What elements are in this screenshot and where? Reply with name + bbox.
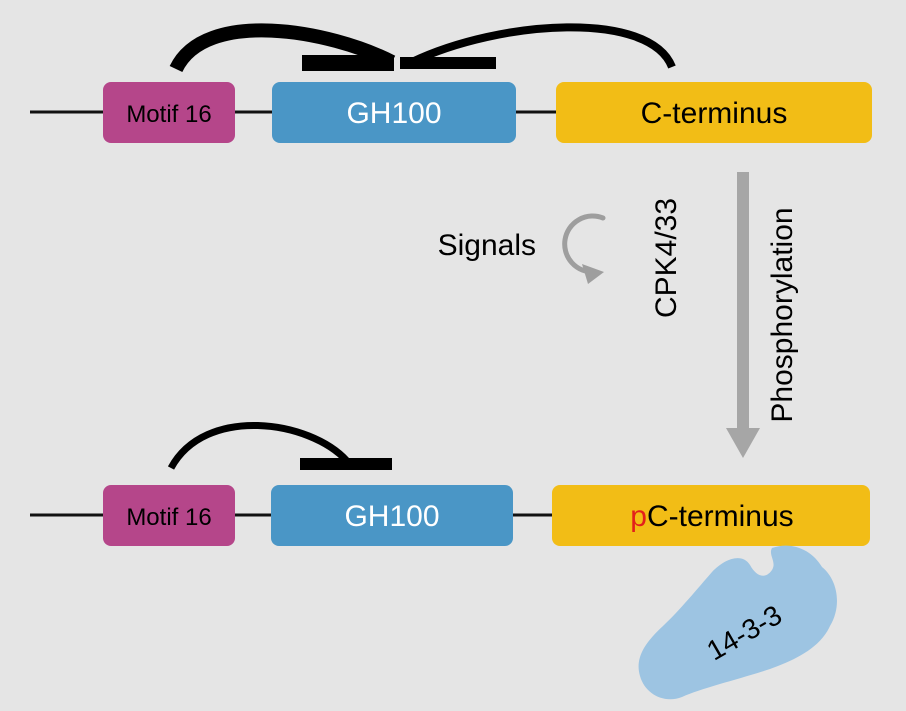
bottom-construct: Motif 16 GH100 pC-terminus 14-3-3: [30, 422, 870, 700]
top-inhibition-bar-left: [302, 55, 394, 71]
binding-protein-shape: [638, 545, 837, 700]
top-motif-box: [103, 82, 235, 143]
bottom-motif-label: Motif 16: [126, 504, 211, 531]
top-inhibition-bar-right: [400, 57, 496, 69]
bottom-terminus-box: [552, 485, 870, 546]
phospho-prefix: p: [630, 500, 647, 533]
top-terminus-box: [556, 82, 872, 143]
top-domain-label: GH100: [346, 97, 441, 130]
signals-label: Signals: [438, 229, 536, 262]
phosphorylation-arrow: [726, 172, 760, 458]
bottom-terminus-label-text: pC-terminus: [630, 500, 793, 533]
top-inhibition-arc-motif: [169, 23, 396, 73]
bottom-inhibition-arc: [167, 422, 350, 470]
kinase-label: CPK4/33: [650, 198, 683, 318]
top-inhibition-arc-terminus: [410, 23, 676, 69]
top-terminus-label: C-terminus: [641, 97, 788, 130]
bottom-domain-box: [271, 485, 513, 546]
top-construct: Motif 16 GH100 C-terminus: [30, 23, 872, 143]
top-domain-box: [272, 82, 516, 143]
bottom-motif-box: [103, 485, 235, 546]
bottom-inhibition-bar: [300, 458, 392, 470]
binding-protein-14-3-3: 14-3-3: [638, 545, 837, 700]
transition: Signals CPK4/33 Phosphorylation: [438, 172, 799, 458]
process-label: Phosphorylation: [766, 207, 799, 422]
bottom-domain-label: GH100: [344, 500, 439, 533]
cycle-arrow-icon: [562, 213, 606, 284]
top-motif-label: Motif 16: [126, 101, 211, 128]
bottom-terminus-label: C-terminus: [647, 500, 794, 533]
